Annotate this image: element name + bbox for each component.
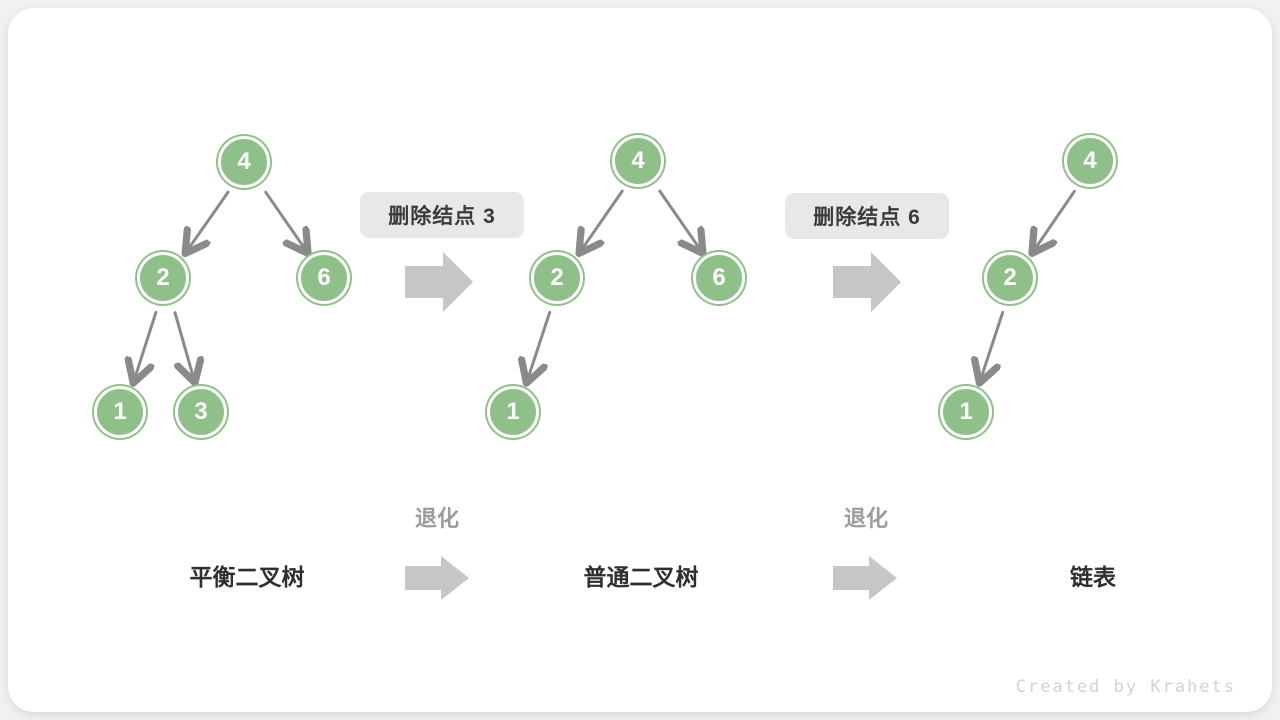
operation-label-delete-6: 删除结点 6 bbox=[785, 193, 949, 239]
tree1-node-2: 2 bbox=[137, 252, 189, 304]
tree2-caption: 普通二叉树 bbox=[583, 564, 699, 590]
tree2-node-2: 2 bbox=[531, 252, 583, 304]
tree1-node-3: 3 bbox=[175, 386, 227, 438]
tree3-node-4: 4 bbox=[1064, 135, 1116, 187]
tree3-caption: 链表 bbox=[1070, 564, 1116, 590]
watermark-credit: Created by Krahets bbox=[1015, 677, 1236, 697]
degrade-label-1: 退化 bbox=[414, 506, 460, 531]
degrade-label-2: 退化 bbox=[843, 506, 889, 531]
tree2-node-1: 1 bbox=[487, 386, 539, 438]
diagram-card bbox=[8, 8, 1272, 712]
tree3-node-1: 1 bbox=[940, 386, 992, 438]
tree3-node-2: 2 bbox=[984, 252, 1036, 304]
tree1-node-6: 6 bbox=[298, 252, 350, 304]
tree2-node-4: 4 bbox=[612, 135, 664, 187]
tree1-caption: 平衡二叉树 bbox=[189, 564, 305, 590]
tree1-node-1: 1 bbox=[94, 386, 146, 438]
tree2-node-6: 6 bbox=[693, 252, 745, 304]
tree1-node-4: 4 bbox=[218, 136, 270, 188]
operation-label-delete-3: 删除结点 3 bbox=[360, 192, 524, 238]
